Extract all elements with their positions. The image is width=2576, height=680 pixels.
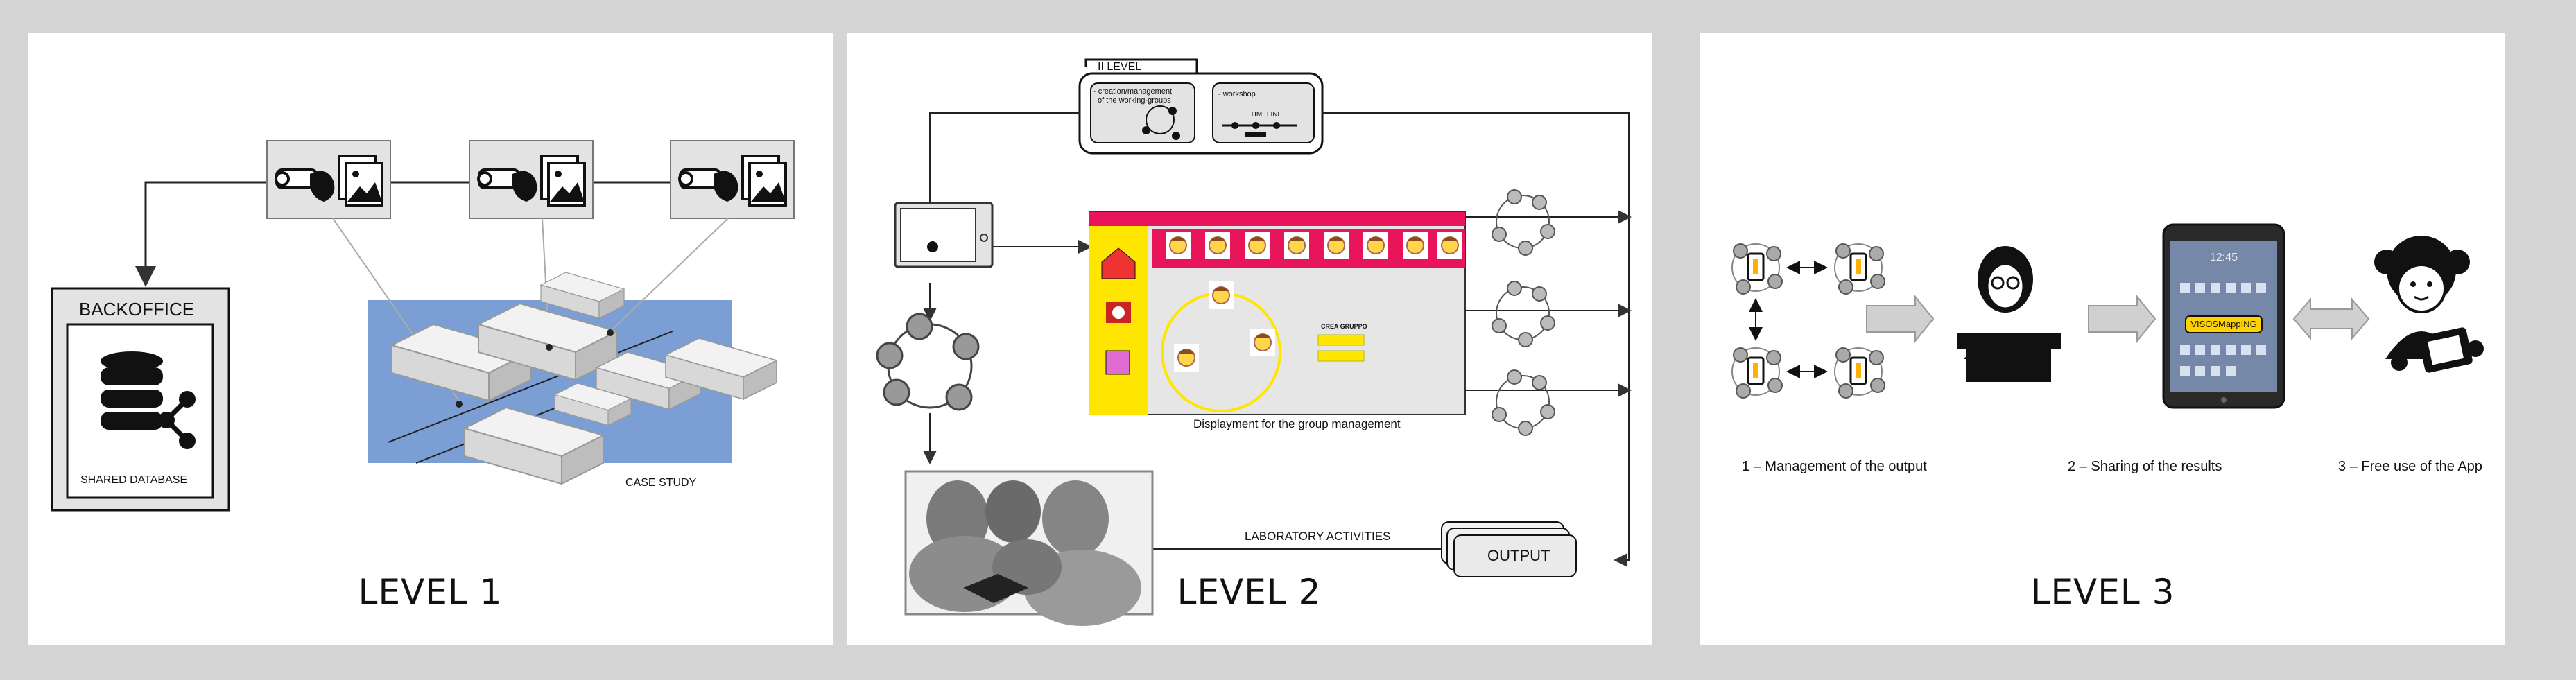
child-icon <box>2374 236 2484 373</box>
level-3-title: LEVEL 3 <box>2030 572 2175 612</box>
level-2-diagram <box>876 58 1632 626</box>
backoffice-label: BACKOFFICE <box>79 299 195 320</box>
camera-photo-icon-3 <box>669 139 795 220</box>
presenter-icon <box>1957 246 2061 382</box>
connector-to-backoffice <box>135 181 267 287</box>
level-tab <box>1084 58 1198 73</box>
people-photo <box>904 470 1154 626</box>
step-1-label: 1 – Management of the output <box>1742 459 1927 474</box>
group-ring-left <box>876 313 980 411</box>
group-ring-a <box>1731 243 1783 295</box>
tablet-icon <box>2162 223 2285 409</box>
app-screen <box>1089 211 1466 415</box>
level-1-panel: BACKOFFICE SHARED DATABASE CASE STUDY LE… <box>28 33 833 645</box>
block-arrow-2 <box>2088 295 2156 343</box>
app-name-label: VISOSMappING <box>2190 319 2257 329</box>
level-1-title: LEVEL 1 <box>358 572 503 612</box>
group-ring-2 <box>1492 281 1555 347</box>
step-3-label: 3 – Free use of the App <box>2338 459 2482 474</box>
block-arrow-1 <box>1866 295 1935 343</box>
database-share-icon <box>101 351 196 449</box>
group-ring-d <box>1833 347 1886 399</box>
group-ring-3 <box>1492 369 1555 436</box>
level-2-title: LEVEL 2 <box>1177 572 1322 612</box>
level-1-diagram <box>51 139 795 512</box>
display-caption: Displayment for the group management <box>1193 417 1401 430</box>
timeline-label: TIMELINE <box>1250 111 1283 119</box>
camera-photo-icon-2 <box>468 139 594 220</box>
output-label: OUTPUT <box>1487 547 1550 564</box>
level-3-diagram <box>1731 223 2484 409</box>
level-3-panel: 12:45 VISOSMappING 1 – Management of the… <box>1700 33 2505 645</box>
camera-photo-icon-1 <box>266 139 392 220</box>
shared-database-label: SHARED DATABASE <box>80 474 188 486</box>
group-ring-1 <box>1492 189 1555 256</box>
double-arrow <box>2292 297 2370 340</box>
creation-label-1: - creation/management <box>1093 87 1173 96</box>
group-ring-b <box>1833 243 1886 295</box>
output-stack <box>1441 521 1577 577</box>
monitor-icon <box>894 202 994 268</box>
case-study-label: CASE STUDY <box>625 477 697 489</box>
creation-label-2: of the working-groups <box>1098 96 1171 105</box>
step-2-label: 2 – Sharing of the results <box>2068 459 2222 474</box>
crea-gruppo-label: CREA GRUPPO <box>1321 323 1367 330</box>
level-2-panel: II LEVEL - creation/management of the wo… <box>847 33 1652 645</box>
group-ring-c <box>1731 347 1783 399</box>
tablet-time: 12:45 <box>2209 252 2238 263</box>
workshop-label: - workshop <box>1218 90 1256 98</box>
laboratory-label: LABORATORY ACTIVITIES <box>1245 530 1391 543</box>
level-tab-label: II LEVEL <box>1098 61 1142 73</box>
